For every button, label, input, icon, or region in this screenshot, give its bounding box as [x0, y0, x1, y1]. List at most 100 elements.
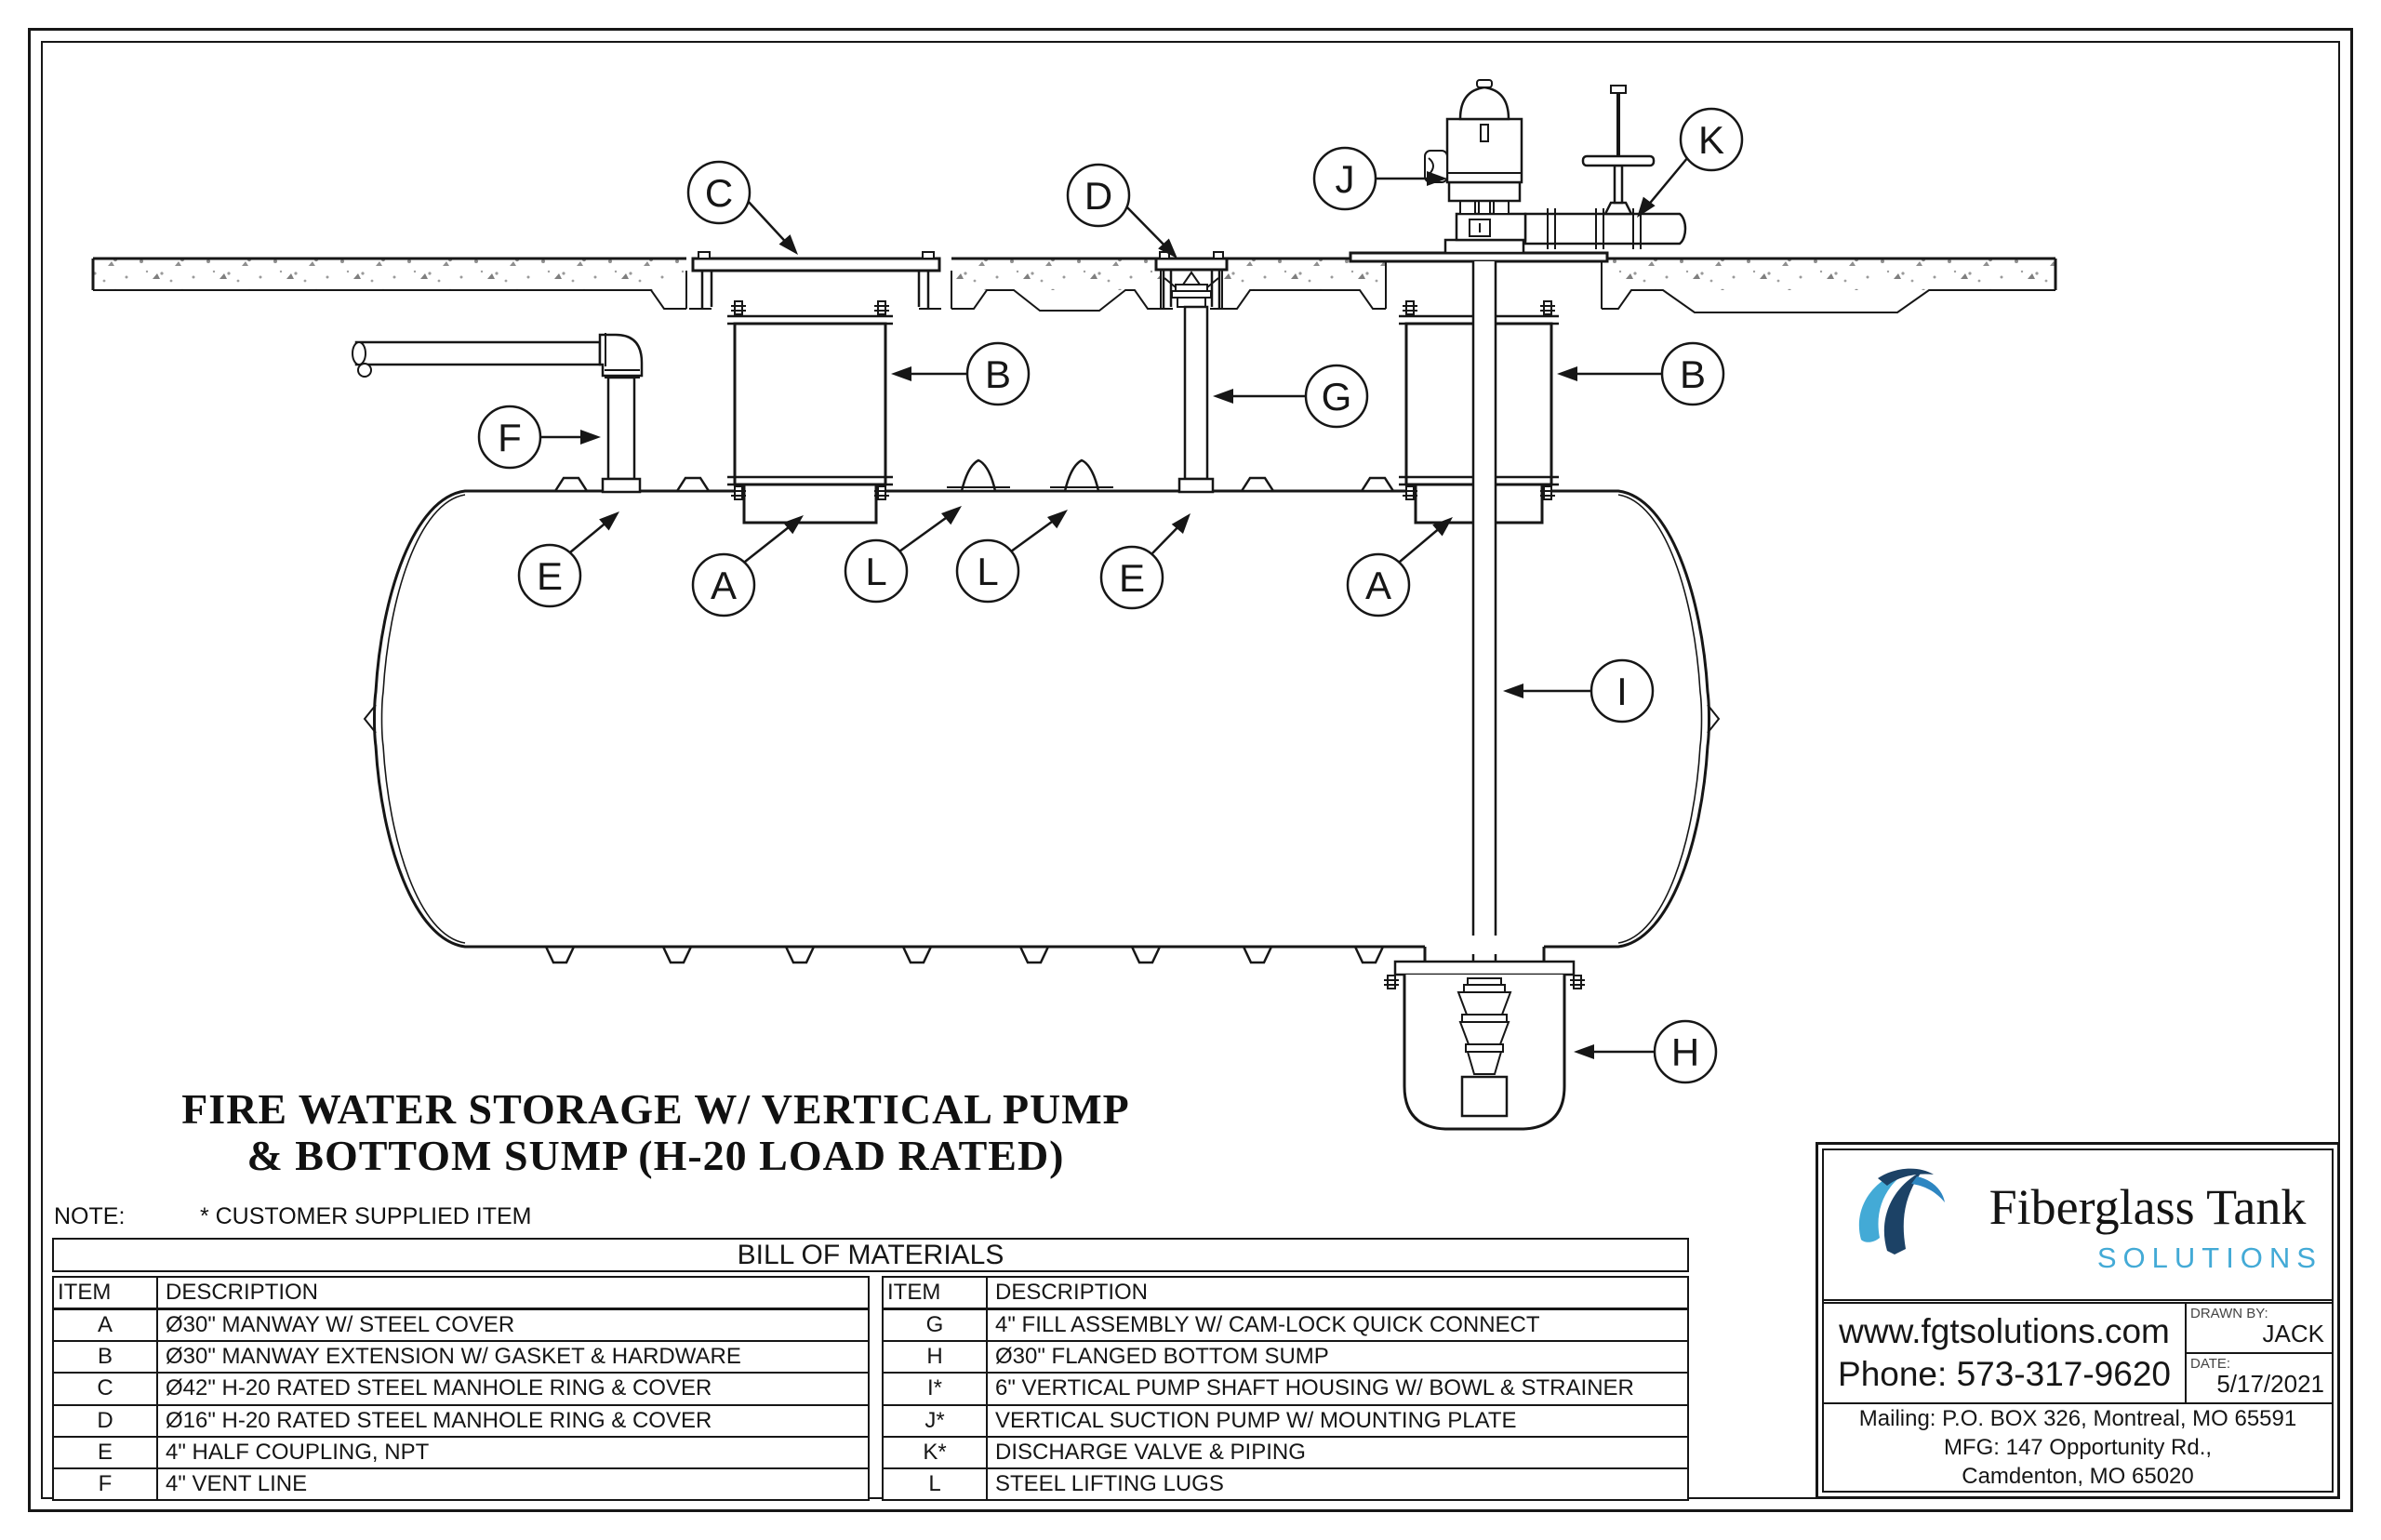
- callout-k: K: [1630, 107, 1744, 222]
- bom-header-row: ITEM DESCRIPTION: [54, 1278, 868, 1311]
- bom-item: C: [54, 1374, 158, 1404]
- bom-desc: 4" HALF COUPLING, NPT: [166, 1439, 430, 1465]
- svg-text:L: L: [977, 550, 998, 593]
- callout-e-right: E: [1099, 508, 1197, 610]
- contact-row: www.fgtsolutions.com Phone: 573-317-9620…: [1824, 1304, 2332, 1404]
- svg-text:H: H: [1671, 1030, 1699, 1074]
- vent-line-f: [352, 333, 644, 494]
- tank-bottom-ribs: [544, 946, 1385, 964]
- ground-concrete: [91, 257, 2057, 313]
- date-value: 5/17/2021: [2216, 1370, 2324, 1398]
- table-row: J* VERTICAL SUCTION PUMP W/ MOUNTING PLA…: [884, 1405, 1687, 1438]
- mailing-line2: MFG: 147 Opportunity Rd.,: [1943, 1435, 2213, 1460]
- callout-b-left: B: [891, 341, 1031, 406]
- drawn-by-value: JACK: [2262, 1320, 2324, 1348]
- manway-extension-b-left: [727, 300, 893, 486]
- manway-a-left: [730, 483, 890, 524]
- lifting-lug: [947, 458, 1010, 493]
- bom-item: D: [54, 1405, 158, 1436]
- company-logo-icon: [1858, 1168, 1945, 1255]
- bom-desc: 4" VENT LINE: [166, 1470, 308, 1496]
- brand-subtitle: SOLUTIONS: [2096, 1241, 2322, 1274]
- manhole-ring-d: [1154, 251, 1229, 310]
- bom-desc: DISCHARGE VALVE & PIPING: [995, 1439, 1306, 1465]
- date-box: DATE: 5/17/2021: [2187, 1354, 2332, 1402]
- svg-text:J: J: [1336, 157, 1355, 201]
- bom-item: A: [54, 1310, 158, 1341]
- mailing-line3: Camdenton, MO 65020: [1962, 1464, 2194, 1489]
- bom-item: F: [54, 1468, 158, 1499]
- callout-e-left: E: [517, 505, 625, 608]
- bottom-sump-h: [1383, 936, 1586, 1131]
- callout-a-right: A: [1346, 511, 1458, 617]
- bom-desc: Ø30" MANWAY EXTENSION W/ GASKET & HARDWA…: [166, 1344, 741, 1370]
- drawing-title-line1: FIRE WATER STORAGE W/ VERTICAL PUMP: [181, 1085, 1130, 1133]
- bom-desc: 4" FILL ASSEMBLY W/ CAM-LOCK QUICK CONNE…: [995, 1312, 1540, 1338]
- drawn-by-box: DRAWN BY: JACK: [2187, 1304, 2332, 1354]
- pump-shaft-housing-i: [1471, 261, 1497, 986]
- callout-i: I: [1503, 658, 1655, 724]
- svg-text:C: C: [705, 171, 733, 215]
- meta-cell: DRAWN BY: JACK DATE: 5/17/2021: [2187, 1304, 2332, 1402]
- table-row: L STEEL LIFTING LUGS: [884, 1468, 1687, 1499]
- callout-j: J: [1312, 146, 1447, 211]
- manhole-ring-c: [689, 251, 941, 310]
- bom-desc: Ø16" H-20 RATED STEEL MANHOLE RING & COV…: [166, 1407, 712, 1433]
- bom-header-row: ITEM DESCRIPTION: [884, 1278, 1687, 1311]
- table-row: I* 6" VERTICAL PUMP SHAFT HOUSING W/ BOW…: [884, 1374, 1687, 1406]
- svg-text:A: A: [1365, 564, 1391, 607]
- bom-desc: Ø30" MANWAY W/ STEEL COVER: [166, 1312, 515, 1338]
- svg-text:L: L: [865, 550, 886, 593]
- bom-desc: STEEL LIFTING LUGS: [995, 1470, 1224, 1496]
- bom-desc: VERTICAL SUCTION PUMP W/ MOUNTING PLATE: [995, 1407, 1517, 1433]
- svg-text:A: A: [711, 564, 737, 607]
- svg-text:K: K: [1698, 118, 1724, 162]
- note-text: * CUSTOMER SUPPLIED ITEM: [199, 1203, 532, 1229]
- svg-text:E: E: [1119, 556, 1145, 600]
- bom-col-desc: DESCRIPTION: [166, 1280, 319, 1306]
- callout-a-left: A: [691, 509, 809, 617]
- vertical-pump-j: [1424, 79, 1527, 255]
- bom-item: J*: [884, 1405, 988, 1436]
- title-block-inner: Fiberglass Tank SOLUTIONS www.fgtsolutio…: [1822, 1148, 2334, 1493]
- company-logo-cell: Fiberglass Tank SOLUTIONS: [1824, 1150, 2332, 1304]
- date-label: DATE:: [2190, 1356, 2231, 1372]
- svg-text:E: E: [537, 554, 563, 598]
- table-row: F 4" VENT LINE: [54, 1468, 868, 1499]
- bom-item: I*: [884, 1374, 988, 1404]
- lifting-lug: [1050, 458, 1113, 493]
- callout-g: G: [1213, 364, 1369, 429]
- pump-bowl-strainer: [1457, 977, 1512, 1118]
- table-row: K* DISCHARGE VALVE & PIPING: [884, 1437, 1687, 1469]
- table-row: G 4" FILL ASSEMBLY W/ CAM-LOCK QUICK CON…: [884, 1310, 1687, 1343]
- bom-item: E: [54, 1437, 158, 1467]
- note-label: NOTE:: [54, 1203, 126, 1229]
- bom-title: BILL OF MATERIALS: [52, 1238, 1689, 1272]
- drawn-by-label: DRAWN BY:: [2190, 1306, 2268, 1321]
- callout-b-right: B: [1557, 341, 1725, 406]
- bom-item: H: [884, 1342, 988, 1373]
- bom-desc: 6" VERTICAL PUMP SHAFT HOUSING W/ BOWL &…: [995, 1375, 1634, 1401]
- table-row: H Ø30" FLANGED BOTTOM SUMP: [884, 1342, 1687, 1374]
- bom-item: G: [884, 1310, 988, 1341]
- bom-item: K*: [884, 1437, 988, 1467]
- svg-text:B: B: [1680, 352, 1706, 396]
- callout-d: D: [1066, 163, 1183, 264]
- company-phone: Phone: 573-317-9620: [1838, 1355, 2171, 1393]
- fill-pipe-g: [1177, 305, 1215, 494]
- svg-text:F: F: [498, 416, 522, 459]
- company-website[interactable]: www.fgtsolutions.com: [1839, 1312, 2170, 1350]
- callout-l-1: L: [844, 499, 967, 604]
- mounting-plate: [1349, 251, 1609, 263]
- bom-item: B: [54, 1342, 158, 1373]
- table-row: A Ø30" MANWAY W/ STEEL COVER: [54, 1310, 868, 1343]
- svg-text:G: G: [1322, 375, 1352, 418]
- table-row: E 4" HALF COUPLING, NPT: [54, 1437, 868, 1469]
- contact-cell: www.fgtsolutions.com Phone: 573-317-9620: [1824, 1304, 2187, 1402]
- bom-col-item: ITEM: [54, 1278, 158, 1308]
- callout-h: H: [1574, 1019, 1718, 1084]
- camlock-fitting: [1164, 271, 1219, 308]
- callouts-layer: C D J K: [477, 107, 1744, 1084]
- callout-f: F: [477, 405, 601, 470]
